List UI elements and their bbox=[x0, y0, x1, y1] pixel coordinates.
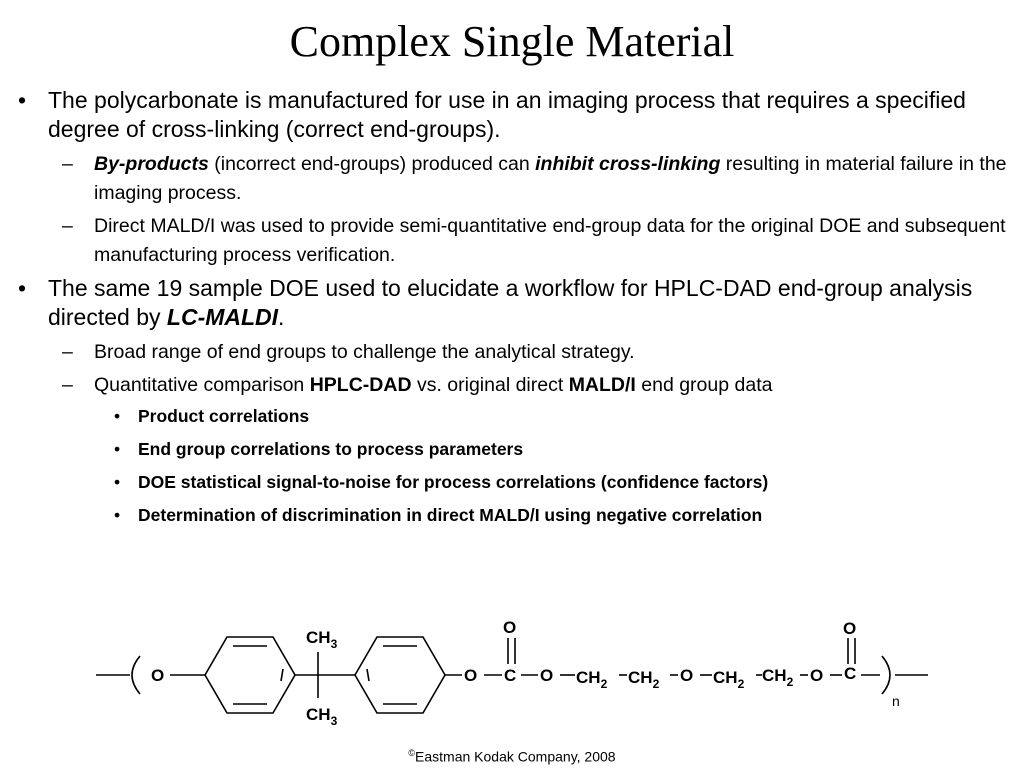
sub-sub-item-4: • Determination of discrimination in dir… bbox=[14, 503, 1010, 527]
repeat-n: n bbox=[892, 693, 900, 709]
sub-text: Broad range of end groups to challenge t… bbox=[94, 341, 635, 363]
atom-o-5: O bbox=[810, 666, 823, 685]
sub-text-b: vs. original direct bbox=[411, 374, 569, 396]
sub-text-c: end group data bbox=[635, 374, 773, 396]
atom-o-2: O bbox=[464, 666, 477, 685]
lc-maldi-emphasis: LC-MALDI bbox=[166, 304, 279, 330]
right-paren bbox=[881, 655, 891, 695]
atom-o-4: O bbox=[680, 666, 693, 685]
bullet-marker: • bbox=[114, 439, 121, 459]
copyright-footer: ©Eastman Kodak Company, 2008 bbox=[0, 748, 1024, 765]
dash-marker: – bbox=[62, 341, 73, 363]
polycarbonate-structure: O CH3 CH3 O O C O CH2 CH2 O CH2 CH2 O O … bbox=[96, 618, 928, 728]
bullet-marker: • bbox=[18, 275, 27, 301]
atom-c-2: C bbox=[844, 664, 856, 683]
sub-text-a: Quantitative comparison bbox=[94, 374, 310, 396]
sub-sub-item-1: • Product correlations bbox=[14, 404, 1010, 428]
maldi-bold: MALD/I bbox=[568, 374, 636, 396]
sub-1-text-a: (incorrect end-groups) produced can bbox=[208, 153, 536, 175]
item-text: Product correlations bbox=[138, 406, 310, 426]
bullet-1-sub-1: – By-products (incorrect end-groups) pro… bbox=[14, 150, 1010, 208]
methylene-2: CH2 bbox=[628, 668, 660, 691]
ring-2-inner-3 bbox=[366, 668, 370, 682]
slide-content: • The polycarbonate is manufactured for … bbox=[14, 86, 1010, 536]
sub-sub-item-2: • End group correlations to process para… bbox=[14, 437, 1010, 461]
atom-o-3: O bbox=[540, 666, 553, 685]
atom-o-carbonyl-2: O bbox=[843, 619, 856, 638]
methylene-4: CH2 bbox=[762, 666, 794, 689]
bullet-2-tail: . bbox=[278, 304, 285, 330]
slide-title: Complex Single Material bbox=[289, 17, 735, 66]
atom-c-1: C bbox=[504, 666, 516, 685]
bullet-2-sub-1: – Broad range of end groups to challenge… bbox=[14, 338, 1010, 367]
dash-marker: – bbox=[62, 374, 73, 396]
dash-marker: – bbox=[62, 215, 73, 237]
methylene-1: CH2 bbox=[576, 668, 608, 691]
bullet-marker: • bbox=[18, 87, 27, 113]
bullet-marker: • bbox=[114, 472, 121, 492]
bullet-marker: • bbox=[114, 406, 121, 426]
bullet-2: • The same 19 sample DOE used to elucida… bbox=[14, 274, 1010, 332]
copyright-text: Eastman Kodak Company, 2008 bbox=[415, 748, 616, 765]
item-text: End group correlations to process parame… bbox=[138, 439, 524, 459]
hplc-dad-bold: HPLC-DAD bbox=[309, 374, 412, 396]
methyl-top: CH3 bbox=[306, 628, 338, 651]
atom-o-carbonyl-1: O bbox=[503, 618, 516, 637]
bullet-2-sub-2: – Quantitative comparison HPLC-DAD vs. o… bbox=[14, 371, 1010, 400]
dash-marker: – bbox=[62, 153, 73, 175]
methyl-bottom: CH3 bbox=[306, 705, 338, 728]
bullet-marker: • bbox=[114, 505, 121, 525]
methylene-3: CH2 bbox=[713, 668, 745, 691]
inhibit-emphasis: inhibit cross-linking bbox=[535, 153, 721, 175]
by-products-emphasis: By-products bbox=[94, 153, 209, 175]
sub-sub-item-3: • DOE statistical signal-to-noise for pr… bbox=[14, 470, 1010, 494]
item-text: Determination of discrimination in direc… bbox=[138, 505, 763, 525]
bullet-2-text: The same 19 sample DOE used to elucidate… bbox=[48, 275, 973, 330]
atom-o-1: O bbox=[151, 666, 164, 685]
sub-2-text: Direct MALD/I was used to provide semi-q… bbox=[94, 215, 1006, 266]
left-paren bbox=[131, 655, 141, 695]
sub-1-text-b: resulting in material failure in the ima… bbox=[94, 153, 1007, 204]
ring-1-inner-3 bbox=[280, 668, 284, 682]
bullet-1-text: The polycarbonate is manufactured for us… bbox=[48, 87, 966, 142]
bullet-1: • The polycarbonate is manufactured for … bbox=[14, 86, 1010, 144]
item-text: DOE statistical signal-to-noise for proc… bbox=[138, 472, 769, 492]
copyright-symbol: © bbox=[408, 748, 416, 758]
bullet-1-sub-2: – Direct MALD/I was used to provide semi… bbox=[14, 212, 1010, 270]
